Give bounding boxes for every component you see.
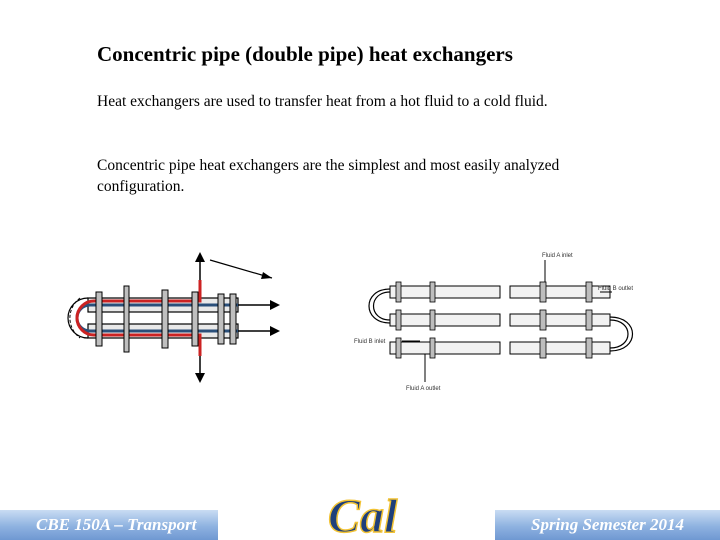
fitting-9: [539, 337, 547, 359]
bend-right-bottom-outer: [609, 316, 634, 352]
fitting-3: [395, 337, 402, 359]
cal-logo: Cal: [327, 489, 399, 540]
bend-left-top-outer: [368, 288, 391, 324]
cold-outlet-arrow: [270, 300, 280, 310]
support-left: [123, 285, 130, 353]
footer-semester-label: Spring Semester 2014: [495, 510, 720, 540]
bend-left-top: [373, 291, 391, 321]
intro-paragraph: Heat exchangers are used to transfer hea…: [97, 93, 548, 110]
fitting-5: [429, 309, 436, 331]
footer-course-label: CBE 150A – Transport: [0, 510, 218, 540]
cold-inlet-arrow: [270, 326, 280, 336]
fitting-12: [585, 337, 593, 359]
label-fluid-b-outlet: Fluid B outlet: [598, 286, 633, 292]
fitting-7: [539, 281, 547, 303]
fitting-6: [429, 337, 436, 359]
hairpin-exchanger-diagram: [67, 252, 280, 383]
description-paragraph: Concentric pipe heat exchangers are the …: [97, 157, 560, 195]
fitting-2: [395, 309, 402, 331]
flange-right-c: [229, 293, 237, 345]
flange-mid: [161, 289, 169, 349]
hot-fluid-path: [75, 280, 202, 356]
label-fluid-a-inlet: Fluid A inlet: [542, 253, 573, 259]
slide-title: Concentric pipe (double pipe) heat excha…: [97, 42, 513, 66]
cal-logo-text: Cal: [328, 490, 398, 540]
fitting-1: [395, 281, 402, 303]
stacked-hairpin-diagram: Fluid A inlet Fluid B outlet Fluid B inl…: [354, 253, 634, 392]
pipe-row-1-right: [509, 285, 611, 299]
hot-inlet-arrow: [195, 252, 205, 262]
flange-right-a: [191, 291, 199, 347]
return-bend-outer: [67, 297, 89, 339]
pipe-row-3-right: [509, 341, 611, 355]
pipe-row-3-left: [389, 341, 501, 355]
label-fluid-b-inlet: Fluid B inlet: [354, 339, 386, 345]
fitting-4: [429, 281, 436, 303]
flange-left: [95, 291, 103, 347]
label-fluid-a-outlet: Fluid A outlet: [406, 386, 441, 392]
hot-outlet-arrow: [195, 373, 205, 383]
pointer-arrowhead: [261, 272, 272, 279]
pipe-row-2-right: [509, 313, 611, 327]
return-bend-cover: [69, 297, 81, 339]
fitting-8: [539, 309, 547, 331]
bend-right-bottom: [609, 319, 629, 349]
fitting-10: [585, 281, 593, 303]
flange-right-b: [217, 293, 225, 345]
pipe-row-1-left: [389, 285, 501, 299]
pipe-row-2-left: [389, 313, 501, 327]
pointer-line: [209, 259, 273, 279]
fitting-11: [585, 309, 593, 331]
